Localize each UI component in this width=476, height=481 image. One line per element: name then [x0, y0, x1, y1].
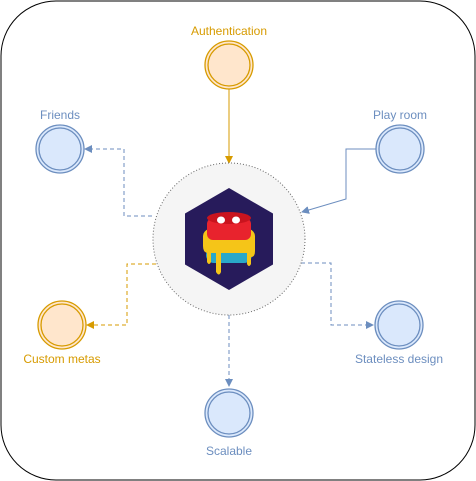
label-scalable: Scalable [205, 444, 253, 458]
edge-custom-metas [86, 263, 156, 329]
edge-stateless-design [301, 262, 374, 329]
label-friends: Friends [39, 108, 81, 122]
cake-hexagon-logo [185, 188, 273, 290]
label-custom-metas: Custom metas [23, 352, 101, 366]
edge-play-room [301, 148, 377, 214]
node-stateless-design[interactable] [374, 300, 424, 350]
node-authentication[interactable] [204, 40, 254, 90]
center-node[interactable] [152, 162, 306, 316]
edge-friends [84, 145, 152, 217]
connectors [84, 89, 377, 387]
label-play-room: Play room [372, 108, 428, 122]
label-stateless-design: Stateless design [354, 352, 444, 366]
node-scalable[interactable] [204, 388, 254, 438]
label-authentication: Authentication [190, 24, 268, 38]
node-play-room[interactable] [375, 124, 425, 174]
node-custom-metas[interactable] [37, 300, 87, 350]
node-friends[interactable] [35, 124, 85, 174]
